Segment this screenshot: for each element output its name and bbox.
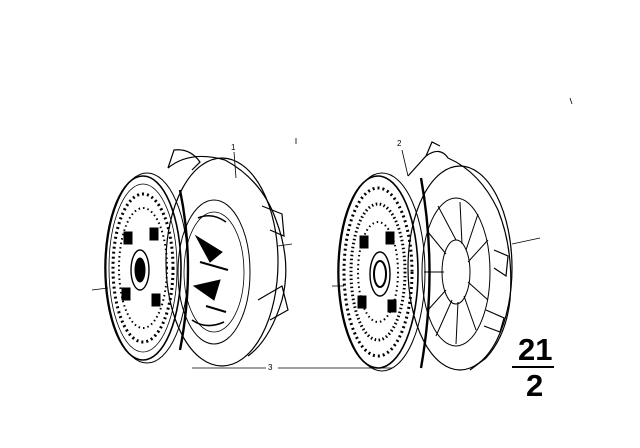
callout-part-1: 1 — [231, 143, 236, 152]
clutch-disc-right — [337, 172, 431, 372]
leader-lines — [91, 97, 573, 369]
pressure-plate-right — [407, 141, 541, 371]
reference-sheet-number: 2 — [526, 368, 544, 403]
pressure-plate-left — [165, 149, 293, 367]
reference-divider — [512, 366, 554, 368]
reference-group-number: 21 — [518, 332, 553, 367]
callout-part-3: 3 — [268, 363, 273, 372]
callout-part-2: 2 — [397, 139, 402, 148]
clutch-disc-left — [104, 172, 190, 364]
